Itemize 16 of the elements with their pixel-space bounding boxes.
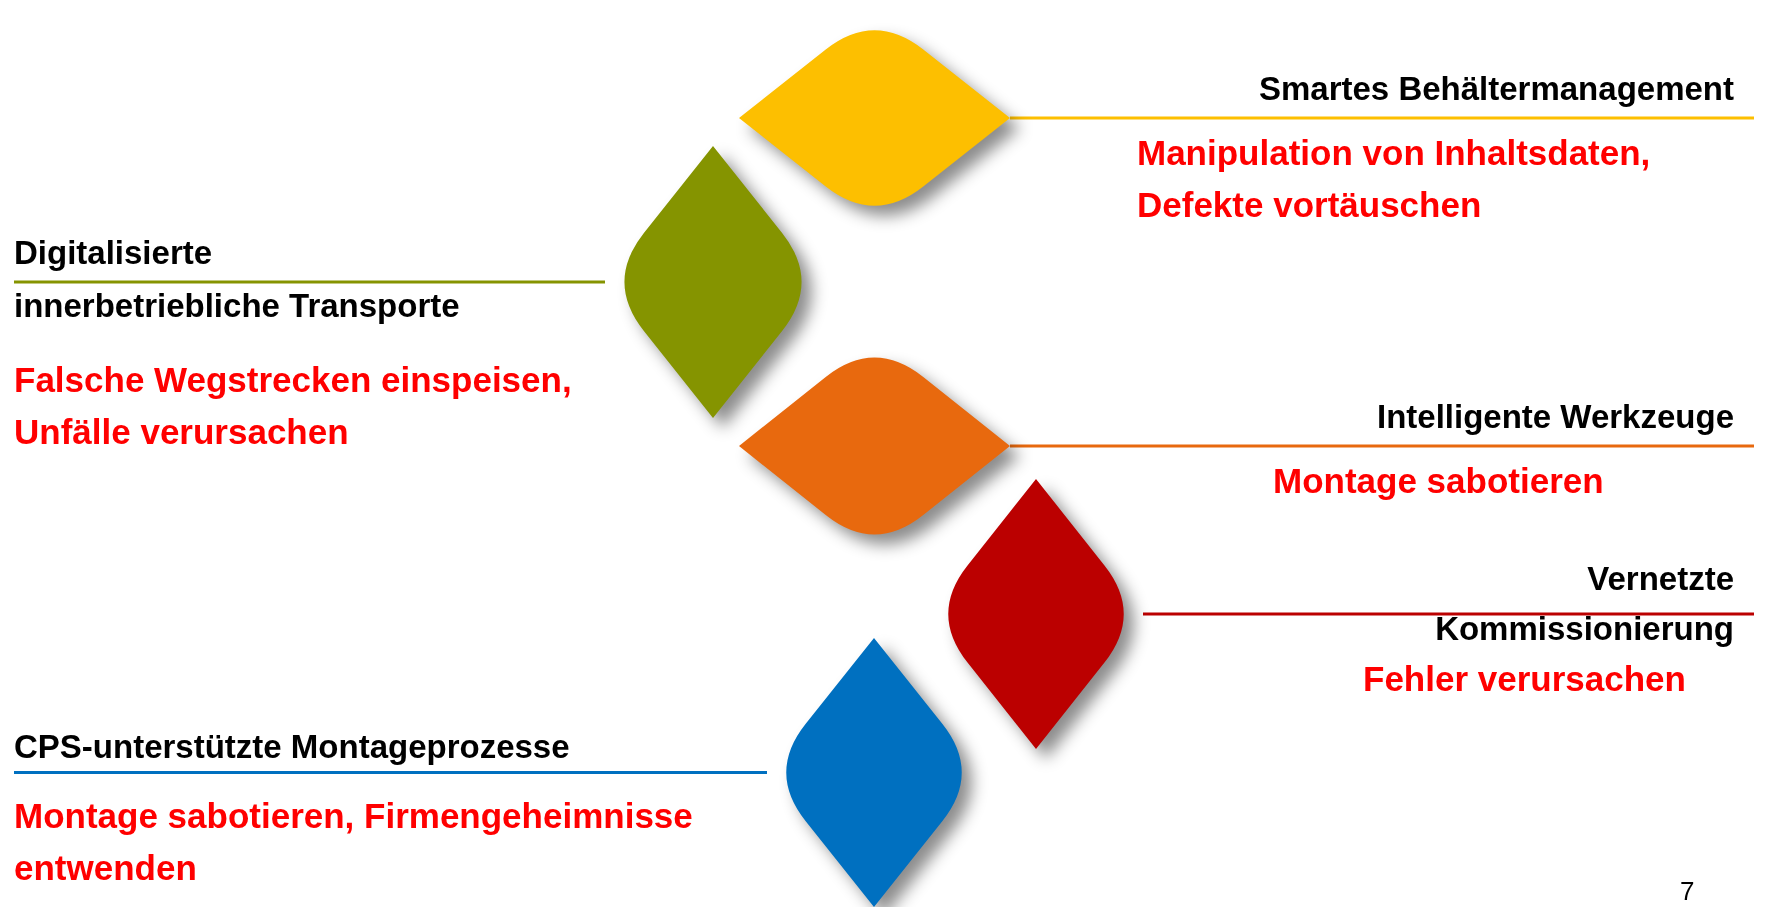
connector-line — [1010, 116, 1754, 120]
heading: Smartes Behältermanagement — [1257, 69, 1735, 109]
connector-line — [1143, 612, 1754, 616]
threat-text: Manipulation von Inhaltsdaten, Defekte vortäuschen — [1136, 132, 1652, 226]
connector-line — [1010, 444, 1754, 448]
connector-line — [14, 280, 605, 284]
threat-text: Falsche Wegstrecken einspeisen, Unfälle verursachen — [14, 359, 573, 453]
heading: Digitalisierte innerbetriebliche Transporte — [14, 233, 461, 326]
heading: Vernetzte Kommissionierung — [1434, 559, 1735, 649]
threat-text: Fehler verursachen — [1362, 658, 1687, 700]
connector-line — [14, 771, 767, 774]
threat-text: Montage sabotieren — [1272, 460, 1605, 502]
heading: Intelligente Werkzeuge — [1376, 397, 1735, 437]
page-number: 7 — [1680, 875, 1695, 907]
heading: CPS-unterstützte Montageprozesse — [14, 727, 571, 767]
threat-text: Montage sabotieren, Firmengeheimnisse entwenden — [14, 795, 694, 889]
